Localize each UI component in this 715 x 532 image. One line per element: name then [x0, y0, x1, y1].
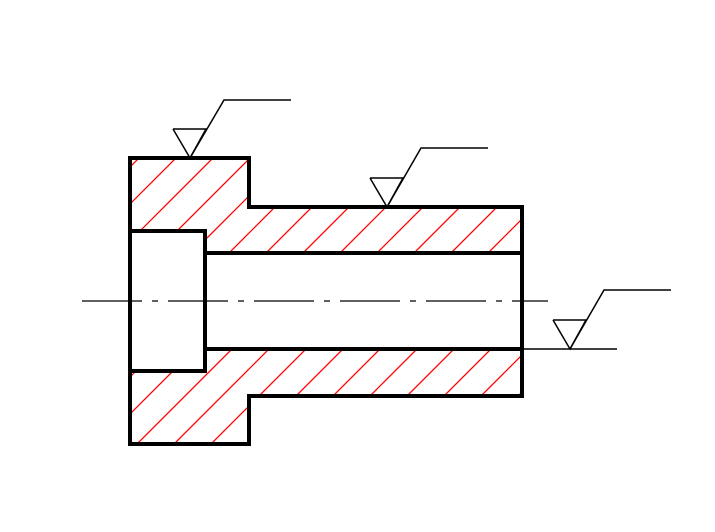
- hatch-line: [130, 158, 222, 253]
- hatch-line: [130, 349, 242, 444]
- surface-roughness-symbol-3: [522, 289, 671, 351]
- hatch-line: [480, 158, 522, 253]
- hatch-line: [130, 349, 168, 444]
- hatch-line: [130, 349, 205, 444]
- hatch-line: [167, 349, 279, 444]
- outer-contour: [128, 156, 524, 446]
- hatch-line: [130, 158, 185, 253]
- part-outline: [128, 156, 524, 446]
- hatch-line: [130, 349, 131, 444]
- hatch-line: [0, 150, 110, 260]
- surface-roughness-symbol-2: [369, 147, 488, 209]
- hatch-line: [517, 158, 522, 253]
- surface-roughness-symbol-1: [172, 99, 291, 160]
- counterbore-outline: [128, 229, 207, 373]
